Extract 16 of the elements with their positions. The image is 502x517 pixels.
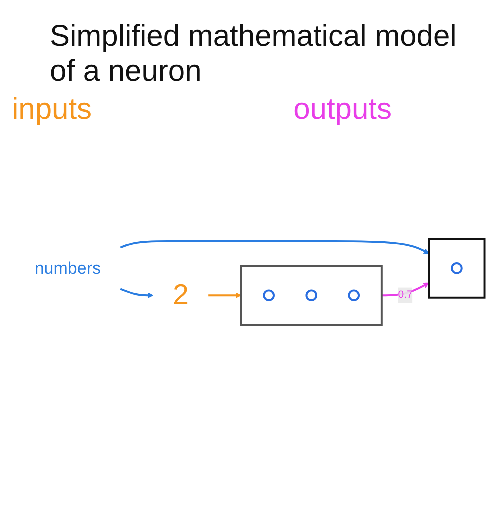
node-circle [348, 290, 360, 302]
arrow [208, 292, 242, 298]
edge-label: 0.7 [398, 290, 413, 301]
node-circle [306, 290, 318, 302]
arrow [120, 288, 154, 298]
cluster [428, 238, 486, 299]
cluster [240, 265, 383, 326]
label-text: inputs [12, 93, 92, 127]
arrow [120, 240, 430, 254]
node-text: numbers [34, 258, 102, 278]
node-circle [451, 262, 463, 274]
label-text: outputs [294, 93, 392, 127]
node-circle [263, 290, 275, 302]
arrow [382, 282, 430, 297]
node-text: 2 [172, 279, 189, 312]
diagram-title: Simplified mathematical model of a neuron [50, 20, 458, 89]
